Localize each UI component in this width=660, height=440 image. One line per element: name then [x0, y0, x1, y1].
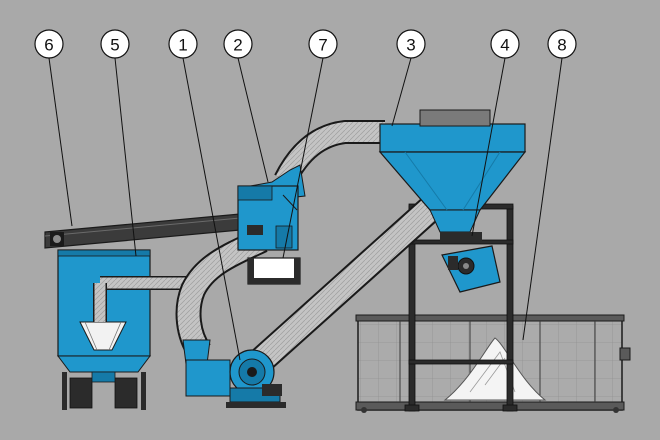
- container-bottom-rail: [355, 401, 625, 411]
- callout-7-label: 7: [318, 36, 327, 55]
- callout-3: 3: [396, 29, 426, 59]
- rotary-valve: [440, 232, 501, 293]
- callout-8: 8: [547, 29, 577, 59]
- container-skip: [355, 314, 631, 413]
- blower-fan: [182, 339, 286, 408]
- callout-1: 1: [168, 29, 198, 59]
- callout-leaders: [48, 57, 563, 361]
- callout-6: 6: [34, 29, 64, 59]
- callout-3-label: 3: [406, 36, 415, 55]
- callout-7: 7: [308, 29, 338, 59]
- cyclone-separator: [378, 109, 527, 233]
- material-pile: [443, 337, 547, 401]
- container-door-latch: [619, 347, 631, 361]
- callout-5-label: 5: [110, 36, 119, 55]
- callout-5: 5: [100, 29, 130, 59]
- container-top-rail: [355, 314, 625, 322]
- dust-filter-unit: [57, 249, 151, 410]
- callout-8-label: 8: [557, 36, 566, 55]
- callout-4: 4: [490, 29, 520, 59]
- crusher-unit: [237, 164, 306, 285]
- callout-1-label: 1: [178, 36, 187, 55]
- callout-2: 2: [223, 29, 253, 59]
- callout-6-label: 6: [44, 36, 53, 55]
- callout-4-label: 4: [500, 36, 509, 55]
- callouts: 6 5 1 2 7 3 4 8: [34, 29, 577, 59]
- callout-2-label: 2: [233, 36, 242, 55]
